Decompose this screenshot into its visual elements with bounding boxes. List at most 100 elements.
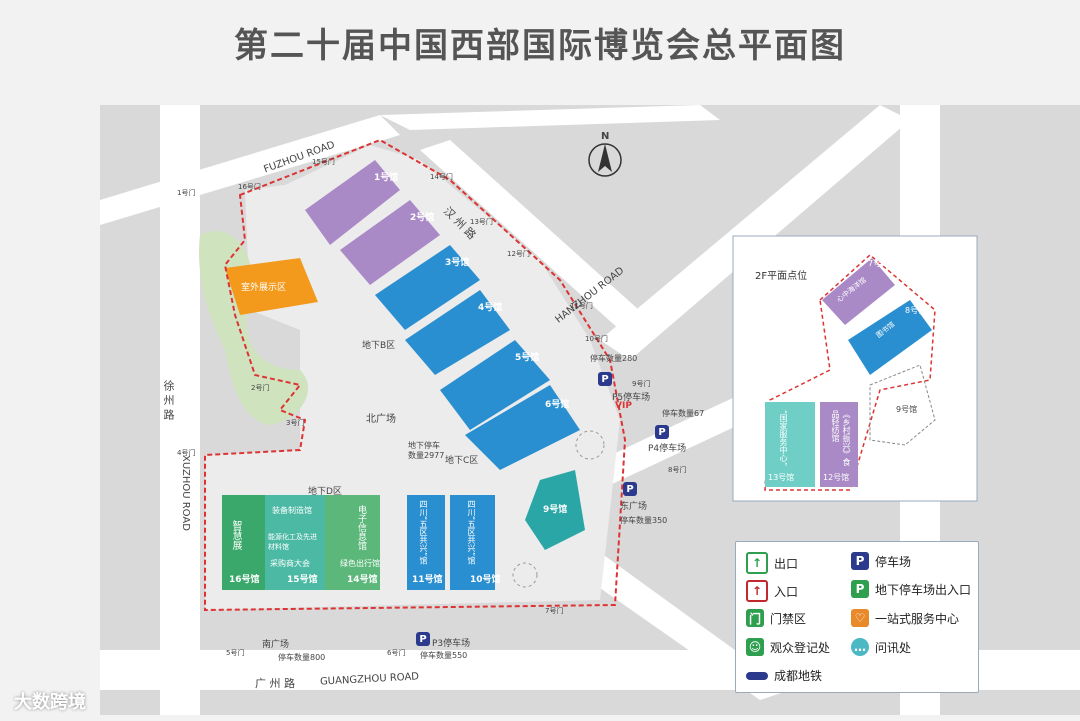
- parking-p5-label: P5停车场: [612, 393, 651, 403]
- hall-label-16: 16号馆: [229, 575, 260, 585]
- parking-p5-vip: VIP: [615, 401, 632, 411]
- entrance-icon: ↑: [746, 580, 768, 602]
- park-area: [199, 231, 309, 425]
- legend-item-metro: 成都地铁: [746, 667, 822, 684]
- hall-14-shape[interactable]: [325, 495, 380, 590]
- hall-3-shape[interactable]: [375, 245, 480, 330]
- hall-label-2: 2号馆: [410, 213, 435, 223]
- hall-2-shape[interactable]: [340, 200, 440, 285]
- hall-15-theme-a: 装备制造馆: [272, 506, 312, 515]
- gate-6-label: 6号门: [387, 649, 406, 657]
- hall-14-theme-b: 绿色出行馆: [340, 559, 380, 568]
- compass-north-label: N: [601, 131, 610, 142]
- hall-label-9: 9号馆: [543, 505, 568, 515]
- gate-13-label: 13号门: [470, 218, 493, 226]
- gate-5-label: 5号门: [226, 649, 245, 657]
- legend-item-underground-parking: P 地下停车场出入口: [851, 580, 971, 598]
- hall-label-11: 11号馆: [412, 575, 443, 585]
- gate-10-label: 10号门: [585, 335, 608, 343]
- exit-icon: ↑: [746, 552, 768, 574]
- legend-item-entrance: ↑ 入口: [746, 580, 798, 602]
- compass-icon: [588, 143, 622, 177]
- hall-9-shape[interactable]: [525, 470, 585, 550]
- gate-11-label: 11号门: [570, 302, 593, 310]
- gate-4-label: 4号门: [177, 449, 196, 457]
- legend-item-registration: ☺ 观众登记处: [746, 638, 830, 656]
- hall-14-theme-a: 电子信息馆: [356, 505, 366, 550]
- hall-5-shape[interactable]: [440, 340, 550, 430]
- underground-c-label: 地下C区: [445, 456, 479, 466]
- hall-label-3: 3号馆: [445, 258, 470, 268]
- road-label-xuzhou: 徐 州 路: [162, 380, 175, 420]
- inset-hall-12-shape[interactable]: [820, 402, 858, 487]
- hall-15-theme-b: 能源化工及先进材料馆: [268, 533, 317, 551]
- hall-10-theme: 四川“五区共兴”馆: [467, 500, 476, 565]
- page-title: 第二十届中国西部国际博览会总平面图: [234, 26, 846, 66]
- outdoor-area-label: 室外展示区: [241, 283, 287, 293]
- legend-item-information: … 问讯处: [851, 638, 911, 656]
- hall-10-shape[interactable]: [450, 495, 495, 590]
- parking-icon: P: [655, 425, 669, 439]
- roundabouts: [512, 430, 605, 588]
- gate-7-label: 7号门: [545, 607, 564, 615]
- inset-hall-9-label: 9号馆: [896, 405, 918, 414]
- road-label-guangzhou: 广 州 路: [255, 677, 295, 690]
- hall-16-shape[interactable]: [222, 495, 267, 590]
- underground-d-label: 地下D区: [308, 487, 342, 497]
- gate-15-label: 15号门: [312, 158, 335, 166]
- hall-1-shape[interactable]: [305, 160, 400, 245]
- hall-16-theme: 智慧展: [230, 520, 241, 550]
- legend-item-gate-control: 门 门禁区: [746, 609, 806, 627]
- inset-title: 2F平面点位: [755, 271, 808, 282]
- service-center-icon: ♡: [851, 609, 869, 627]
- gate-9-label: 9号门: [632, 380, 651, 388]
- inset-hall-8-shape[interactable]: [848, 300, 932, 375]
- gate-3-label: 3号门: [286, 419, 305, 427]
- inset-hall-7-shape[interactable]: [822, 258, 895, 325]
- information-icon: …: [851, 638, 869, 656]
- hall-label-1: 1号馆: [374, 173, 399, 183]
- inset-hall-13-shape[interactable]: [765, 402, 815, 487]
- inset-hall-9-shape[interactable]: [869, 364, 936, 446]
- gate-16-label: 16号门: [238, 183, 261, 191]
- gate-12-label: 12号门: [507, 250, 530, 258]
- hall-15-shape[interactable]: [265, 495, 325, 590]
- gate-2-label: 2号门: [251, 384, 270, 392]
- inset-hall-8-label: 8号馆: [905, 306, 927, 315]
- underground-parking-count: 数量2977: [408, 451, 445, 460]
- inset-boundary: [764, 254, 936, 491]
- gate-control-icon: 门: [746, 609, 764, 627]
- hall-4-shape[interactable]: [405, 290, 510, 375]
- hall-label-5: 5号馆: [515, 353, 540, 363]
- parking-p3-count: 停车数量550: [420, 651, 468, 660]
- hall-6-shape[interactable]: [465, 385, 580, 470]
- hall-15-theme-c: 采购商大会: [270, 559, 310, 568]
- hall-11-theme: 四川“五区共兴”馆: [419, 500, 428, 565]
- venue-ground: [205, 145, 620, 610]
- legend-item-parking: P 停车场: [851, 552, 911, 570]
- inset-hall-12-label: 12号馆: [823, 473, 850, 482]
- parking-p5-count: 停车数量280: [590, 354, 638, 363]
- inset-hall-13-label: 13号馆: [768, 473, 795, 482]
- underground-parking-label: 地下停车: [408, 441, 440, 450]
- inset-hall-12-theme: 《乡村振兴》食品轻纺馆: [831, 410, 851, 466]
- gate-14-label: 14号门: [430, 173, 453, 181]
- north-plaza-label: 北广场: [366, 414, 396, 425]
- parking-p4-count: 停车数量67: [662, 409, 705, 418]
- hall-label-14: 14号馆: [347, 575, 378, 585]
- parking-icon: P: [598, 372, 612, 386]
- road-label-xuzhou-en: XUZHOU ROAD: [180, 455, 191, 531]
- metro-icon: [746, 671, 768, 680]
- hall-label-6: 6号馆: [545, 400, 570, 410]
- legend-item-exit: ↑ 出口: [746, 552, 798, 574]
- parking-icon: P: [851, 552, 869, 570]
- inset-hall-7-label: 7号馆: [868, 259, 890, 268]
- hall-11-shape[interactable]: [407, 495, 445, 590]
- registration-icon: ☺: [746, 638, 764, 656]
- underground-b-label: 地下B区: [362, 341, 396, 351]
- outdoor-exhibit-area[interactable]: [225, 258, 318, 315]
- legend-item-service-center: ♡ 一站式服务中心: [851, 609, 959, 627]
- parking-south-label: 南广场: [262, 640, 290, 650]
- gate-1-label: 1号门: [177, 189, 196, 197]
- hall-label-15: 15号馆: [287, 575, 318, 585]
